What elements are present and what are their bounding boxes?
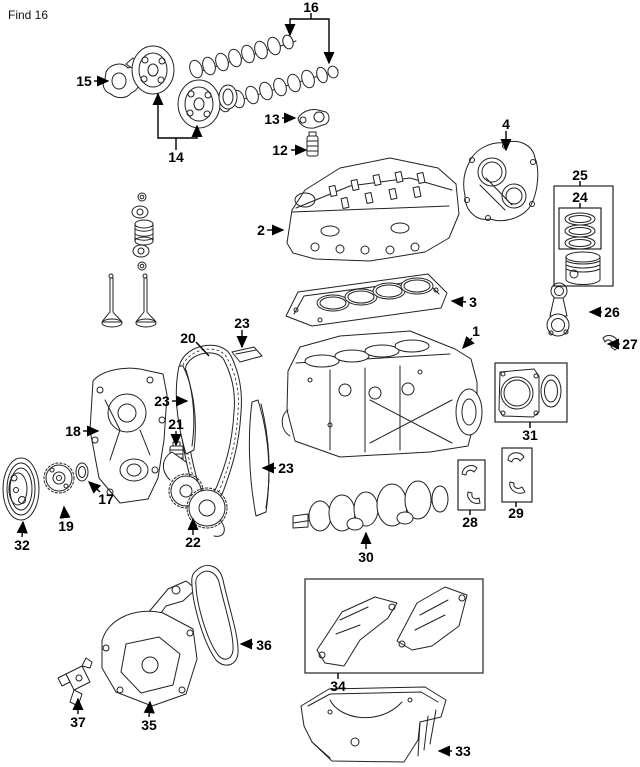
part-23-guide-pad-top[interactable] [231, 346, 263, 363]
callout-label-27[interactable]: 27 [622, 336, 638, 352]
part-10-spring-retainer[interactable] [131, 205, 149, 219]
group-box-34 [304, 578, 484, 674]
callout-label-37[interactable]: 37 [70, 714, 86, 730]
callout-label-12[interactable]: 12 [272, 142, 288, 158]
part-26-connecting-rod[interactable] [546, 282, 570, 337]
group-box-25 [553, 185, 614, 287]
callout-label-15[interactable]: 15 [76, 73, 92, 89]
callout-label-23-top[interactable]: 23 [234, 315, 250, 331]
part-32-crank-pulley[interactable] [2, 457, 40, 521]
callout-label-26[interactable]: 26 [604, 304, 620, 320]
callout-label-13[interactable]: 13 [264, 111, 280, 127]
callout-label-23-right[interactable]: 23 [278, 460, 294, 476]
part-36-oil-pump-chain[interactable] [191, 565, 239, 666]
find-instruction-text: Find 16 [8, 8, 49, 22]
callout-label-24[interactable]: 24 [572, 189, 588, 205]
part-16-camshafts[interactable] [188, 34, 340, 114]
part-7-spring-seat[interactable] [137, 261, 147, 271]
callout-label-2[interactable]: 2 [257, 222, 265, 238]
part-15-vvt-actuator[interactable] [102, 57, 140, 99]
part-19-crank-sprocket[interactable] [43, 462, 75, 494]
part-9-valve-spring[interactable] [134, 219, 154, 246]
callout-line-16 [284, 18, 311, 37]
callout-label-30[interactable]: 30 [358, 549, 374, 565]
part-2-cylinder-head[interactable] [286, 157, 460, 262]
part-23-chain-guide-left[interactable] [175, 365, 196, 455]
part-25-piston[interactable] [565, 251, 601, 285]
part-13-rocker-arm[interactable] [297, 109, 330, 129]
part-28-main-bearings[interactable] [461, 465, 481, 504]
callout-label-16[interactable]: 16 [303, 0, 319, 15]
callout-label-18[interactable]: 18 [65, 423, 81, 439]
part-37-oil-valve[interactable] [57, 657, 93, 707]
callout-line-1 [462, 335, 475, 350]
callout-line-20 [195, 341, 210, 357]
callout-line-14 [152, 92, 176, 139]
part-4-rear-cover[interactable] [463, 141, 539, 222]
callout-label-31[interactable]: 31 [522, 427, 538, 443]
callout-line-16 [311, 18, 335, 65]
callout-label-25[interactable]: 25 [572, 167, 588, 183]
callout-label-34[interactable]: 34 [330, 678, 346, 694]
part-11-valve-keeper[interactable] [137, 192, 147, 202]
callout-label-28[interactable]: 28 [462, 514, 478, 530]
part-30-crankshaft[interactable] [292, 480, 449, 532]
callout-line-14 [176, 124, 203, 139]
part-35-oil-pump[interactable] [101, 580, 198, 707]
part-34-baffle-plates[interactable] [316, 586, 468, 667]
part-27-rod-bearing[interactable] [602, 335, 619, 351]
callout-label-19[interactable]: 19 [58, 518, 74, 534]
part-8-valve-seal[interactable] [132, 244, 150, 258]
callout-label-33[interactable]: 33 [455, 743, 471, 759]
callout-line-17 [87, 481, 102, 494]
callout-label-14[interactable]: 14 [168, 149, 184, 165]
engine-line-art [2, 34, 619, 763]
callout-label-17[interactable]: 17 [98, 491, 114, 507]
callout-label-36[interactable]: 36 [256, 637, 272, 653]
callout-label-35[interactable]: 35 [141, 717, 157, 733]
callout-label-21[interactable]: 21 [168, 416, 184, 432]
callouts-layer: 1615141312242524312627312829232023212322… [14, 0, 638, 759]
callout-label-4[interactable]: 4 [502, 116, 510, 132]
callout-label-32[interactable]: 32 [14, 537, 30, 553]
callout-label-1[interactable]: 1 [472, 323, 480, 339]
part-1-engine-block[interactable] [281, 330, 483, 458]
callout-label-22[interactable]: 22 [185, 534, 201, 550]
part-12-lash-adjuster[interactable] [306, 131, 319, 157]
part-17-crank-seal[interactable] [75, 462, 89, 482]
part-14-camshaft-sprockets[interactable] [131, 45, 238, 129]
part-3-head-gasket[interactable] [285, 273, 448, 327]
callout-label-29[interactable]: 29 [508, 505, 524, 521]
callout-line-19 [59, 505, 71, 519]
group-box-31 [494, 362, 568, 423]
part-6-intake-valve[interactable] [101, 273, 123, 328]
part-29-thrust-washers[interactable] [507, 452, 526, 494]
callout-line-32 [16, 520, 28, 538]
callout-label-23-left[interactable]: 23 [154, 393, 170, 409]
part-5-exhaust-valve[interactable] [135, 273, 157, 328]
part-24-piston-rings[interactable] [564, 212, 596, 250]
part-22-balance-shaft-assembly[interactable] [163, 451, 228, 537]
part-18-timing-cover[interactable] [89, 367, 168, 504]
part-20-timing-chain[interactable] [177, 344, 242, 502]
callout-line-3 [450, 296, 467, 308]
callout-label-3[interactable]: 3 [469, 294, 477, 310]
group-box-29 [501, 447, 533, 503]
part-23-chain-guide-right[interactable] [248, 399, 270, 517]
callout-line-35 [143, 700, 155, 718]
callout-label-20[interactable]: 20 [180, 330, 196, 346]
group-box-28 [457, 459, 486, 511]
part-33-oil-pan[interactable] [300, 686, 447, 763]
part-31-rear-seal-housing[interactable] [498, 368, 562, 418]
